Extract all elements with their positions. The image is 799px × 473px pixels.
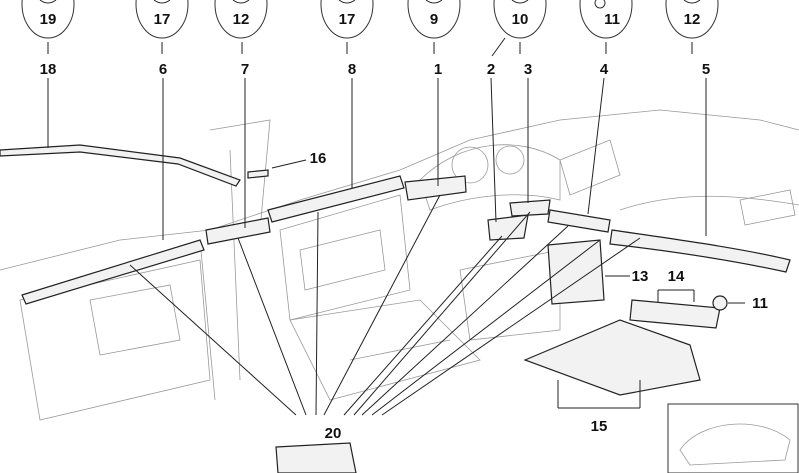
part-14-trim bbox=[629, 299, 721, 329]
svg-text:5: 5 bbox=[702, 61, 710, 78]
car-interior-outline bbox=[0, 109, 799, 421]
part-18-strip bbox=[0, 144, 241, 187]
part-8-door-trim bbox=[267, 175, 405, 223]
part-7-pillar-trim bbox=[205, 217, 271, 245]
svg-text:4: 4 bbox=[600, 61, 609, 78]
callout-circles: 19 17 12 17 9 10 11 12 bbox=[21, 0, 719, 57]
svg-text:8: 8 bbox=[348, 61, 356, 78]
part-6-door-trim bbox=[21, 239, 205, 305]
part-15-tray bbox=[523, 319, 701, 396]
svg-text:12: 12 bbox=[684, 11, 701, 28]
svg-text:14: 14 bbox=[668, 268, 685, 285]
part-16-clip bbox=[247, 169, 269, 179]
part-11-clip bbox=[712, 295, 728, 311]
part-13-vent bbox=[547, 239, 605, 305]
callout-19: 19 bbox=[21, 0, 75, 39]
part-number-labels: 18 6 7 8 1 2 3 4 5 16 13 14 11 15 20 bbox=[40, 61, 768, 442]
part-20-box bbox=[275, 442, 357, 473]
svg-text:7: 7 bbox=[241, 61, 249, 78]
callout-9: 9 bbox=[407, 0, 461, 39]
svg-text:2: 2 bbox=[487, 61, 495, 78]
callout-12a: 12 bbox=[214, 0, 268, 39]
part-4-trim bbox=[547, 209, 611, 233]
trim-parts bbox=[0, 144, 799, 473]
svg-text:1: 1 bbox=[434, 61, 442, 78]
part-3-trim bbox=[509, 199, 551, 217]
part-2-trim bbox=[487, 214, 529, 241]
svg-text:18: 18 bbox=[40, 61, 57, 78]
part-5-dash-trim bbox=[609, 229, 791, 273]
svg-text:11: 11 bbox=[604, 11, 620, 28]
callout-17b: 17 bbox=[320, 0, 374, 39]
svg-text:9: 9 bbox=[430, 11, 438, 28]
svg-text:6: 6 bbox=[159, 61, 167, 78]
svg-text:15: 15 bbox=[591, 418, 608, 435]
leader-lines bbox=[47, 77, 745, 416]
svg-text:11: 11 bbox=[752, 295, 768, 312]
svg-text:13: 13 bbox=[632, 268, 649, 285]
svg-text:17: 17 bbox=[154, 11, 171, 28]
callout-17a: 17 bbox=[135, 0, 189, 39]
svg-text:3: 3 bbox=[524, 61, 532, 78]
svg-text:16: 16 bbox=[310, 150, 327, 167]
svg-text:10: 10 bbox=[512, 11, 529, 28]
callout-12b: 12 bbox=[665, 0, 719, 39]
callout-11: 11 bbox=[579, 0, 633, 39]
callout-10: 10 bbox=[493, 0, 547, 39]
part-1-trim bbox=[404, 175, 467, 201]
svg-text:19: 19 bbox=[40, 11, 57, 28]
svg-text:17: 17 bbox=[339, 11, 356, 28]
svg-text:12: 12 bbox=[233, 11, 250, 28]
vehicle-thumbnail bbox=[667, 403, 799, 473]
svg-text:20: 20 bbox=[325, 425, 342, 442]
